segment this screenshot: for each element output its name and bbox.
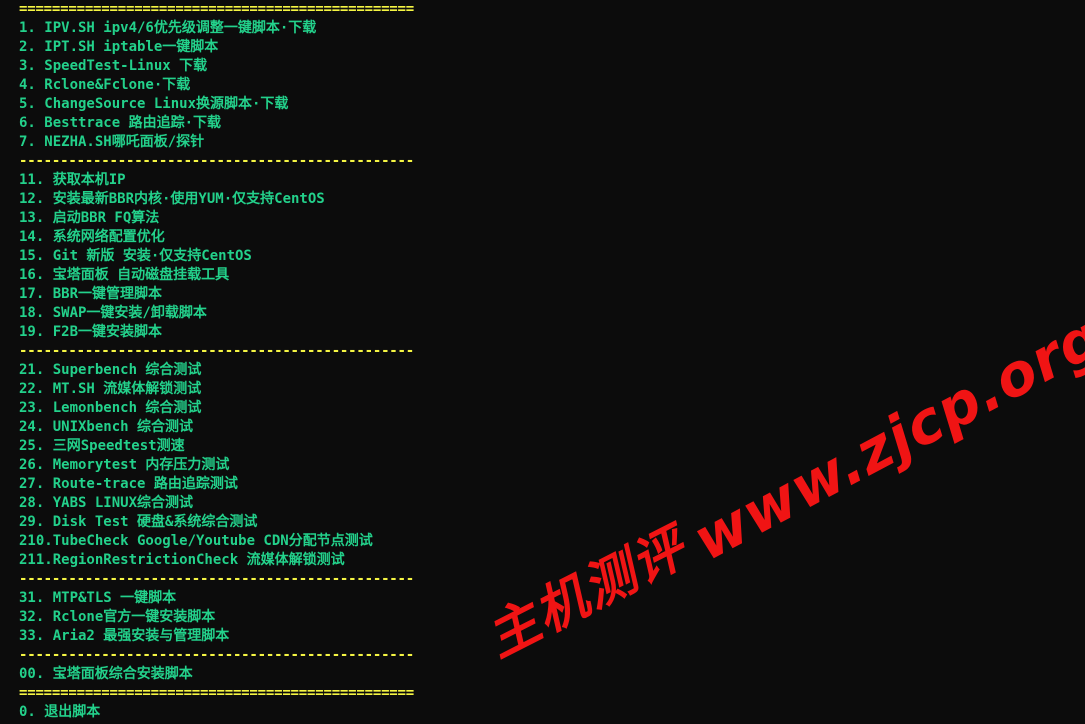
menu-option-line: 3. SpeedTest-Linux 下载 bbox=[19, 58, 208, 74]
menu-option-line: 00. 宝塔面板综合安装脚本 bbox=[19, 666, 193, 682]
separator-line: ----------------------------------------… bbox=[19, 343, 414, 359]
menu-option-line: 22. MT.SH 流媒体解锁测试 bbox=[19, 381, 202, 397]
menu-option-line: 1. IPV.SH ipv4/6优先级调整一键脚本·下载 bbox=[19, 20, 317, 36]
separator-line: ----------------------------------------… bbox=[19, 571, 414, 587]
menu-option-line: 14. 系统网络配置优化 bbox=[19, 229, 165, 245]
menu-option-line: 210.TubeCheck Google/Youtube CDN分配节点测试 bbox=[19, 533, 373, 549]
menu-option-line: 16. 宝塔面板 自动磁盘挂载工具 bbox=[19, 267, 230, 283]
menu-option-line: 33. Aria2 最强安装与管理脚本 bbox=[19, 628, 230, 644]
menu-option-line: 4. Rclone&Fclone·下载 bbox=[19, 77, 191, 93]
menu-option-line: 32. Rclone官方一键安装脚本 bbox=[19, 609, 216, 625]
menu-option-line: 29. Disk Test 硬盘&系统综合测试 bbox=[19, 514, 258, 530]
menu-option-line: 25. 三网Speedtest测速 bbox=[19, 438, 185, 454]
menu-option-line: 18. SWAP一键安装/卸载脚本 bbox=[19, 305, 207, 321]
menu-option-line: 211.RegionRestrictionCheck 流媒体解锁测试 bbox=[19, 552, 345, 568]
menu-option-line: 19. F2B一键安装脚本 bbox=[19, 324, 163, 340]
menu-option-line: 24. UNIXbench 综合测试 bbox=[19, 419, 194, 435]
separator-line: ========================================… bbox=[19, 1, 414, 17]
menu-option-line: 27. Route-trace 路由追踪测试 bbox=[19, 476, 238, 492]
menu-option-line: 6. Besttrace 路由追踪·下载 bbox=[19, 115, 222, 131]
menu-option-line: 31. MTP&TLS 一键脚本 bbox=[19, 590, 177, 606]
terminal-output: ========================================… bbox=[19, 0, 1079, 722]
menu-option-line: 11. 获取本机IP bbox=[19, 172, 126, 188]
menu-option-line: 2. IPT.SH iptable一键脚本 bbox=[19, 39, 219, 55]
menu-option-line: 5. ChangeSource Linux换源脚本·下载 bbox=[19, 96, 289, 112]
menu-option-line: 7. NEZHA.SH哪吒面板/探针 bbox=[19, 134, 205, 150]
menu-option-line: 26. Memorytest 内存压力测试 bbox=[19, 457, 230, 473]
menu-option-line: 21. Superbench 综合测试 bbox=[19, 362, 202, 378]
menu-option-line: 23. Lemonbench 综合测试 bbox=[19, 400, 202, 416]
menu-option-line: 13. 启动BBR FQ算法 bbox=[19, 210, 160, 226]
menu-option-line: 28. YABS LINUX综合测试 bbox=[19, 495, 194, 511]
menu-option-line: 0. 退出脚本 bbox=[19, 704, 101, 720]
menu-option-line: 15. Git 新版 安装·仅支持CentOS bbox=[19, 248, 252, 264]
menu-option-line: 17. BBR一键管理脚本 bbox=[19, 286, 163, 302]
separator-line: ========================================… bbox=[19, 685, 414, 701]
separator-line: ----------------------------------------… bbox=[19, 153, 414, 169]
menu-option-line: 12. 安装最新BBR内核·使用YUM·仅支持CentOS bbox=[19, 191, 325, 207]
separator-line: ----------------------------------------… bbox=[19, 647, 414, 663]
